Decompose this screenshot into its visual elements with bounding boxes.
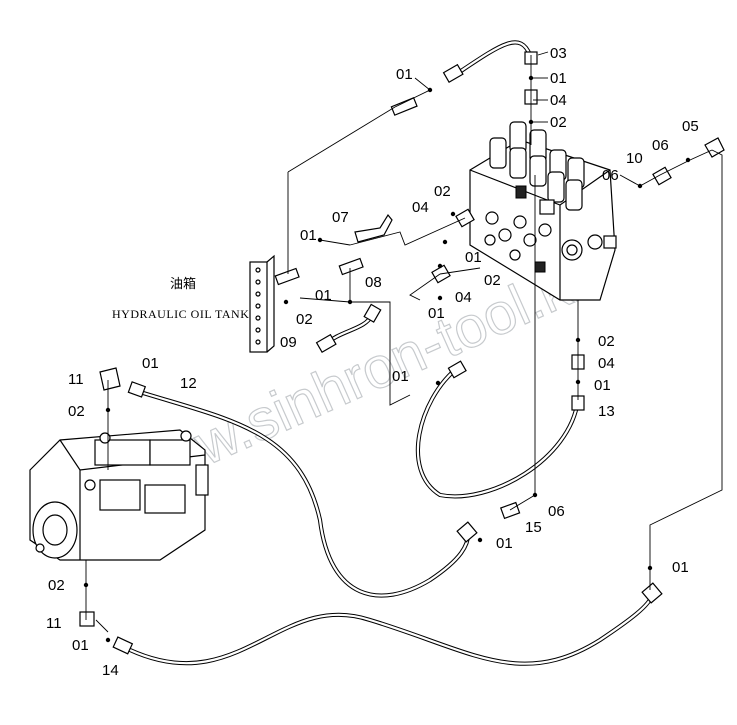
part-label-06: 06 (602, 167, 619, 184)
part-label-03: 03 (550, 45, 567, 62)
part-label-05: 05 (682, 118, 699, 135)
part-label-11: 11 (46, 615, 62, 632)
part-label-14: 14 (102, 662, 119, 679)
part-labels: 01 03 01 04 02 05 06 10 06 02 04 07 01 0… (46, 45, 699, 679)
part-label-04: 04 (455, 289, 472, 306)
part-label-02: 02 (68, 403, 85, 420)
part-label-02: 02 (550, 114, 567, 131)
part-label-06: 06 (548, 503, 565, 520)
tank-label-en: HYDRAULIC OIL TANK (112, 307, 249, 321)
part-label-02: 02 (434, 183, 451, 200)
control-valve (469, 121, 617, 301)
hydraulic-oil-tank (249, 254, 300, 353)
part-label-13: 13 (598, 403, 615, 420)
tank-label-cn: 油箱 (170, 276, 196, 292)
part-label-02: 02 (484, 272, 501, 289)
part-label-11: 11 (68, 371, 84, 388)
part-label-02: 02 (48, 577, 65, 594)
part-label-01: 01 (396, 66, 413, 83)
part-label-01: 01 (428, 305, 445, 322)
part-label-01: 01 (142, 355, 159, 372)
part-label-12: 12 (180, 375, 197, 392)
part-label-01: 01 (672, 559, 689, 576)
part-label-01: 01 (550, 70, 567, 87)
part-label-06: 06 (652, 137, 669, 154)
part-label-01: 01 (465, 249, 482, 266)
part-label-04: 04 (598, 355, 615, 372)
part-label-01: 01 (72, 637, 89, 654)
part-label-15: 15 (525, 519, 542, 536)
part-label-01: 01 (392, 368, 409, 385)
part-label-01: 01 (300, 227, 317, 244)
hydraulic-pump (29, 429, 209, 561)
part-label-02: 02 (598, 333, 615, 350)
part-label-01: 01 (496, 535, 513, 552)
leader-dots (83, 75, 691, 643)
part-label-08: 08 (365, 274, 382, 291)
part-label-02: 02 (296, 311, 313, 328)
part-label-10: 10 (626, 150, 643, 167)
part-label-04: 04 (550, 92, 567, 109)
part-label-07: 07 (332, 209, 349, 226)
fittings (79, 51, 725, 655)
part-label-01: 01 (315, 287, 332, 304)
part-label-01: 01 (594, 377, 611, 394)
part-label-04: 04 (412, 199, 429, 216)
part-label-09: 09 (280, 334, 297, 351)
